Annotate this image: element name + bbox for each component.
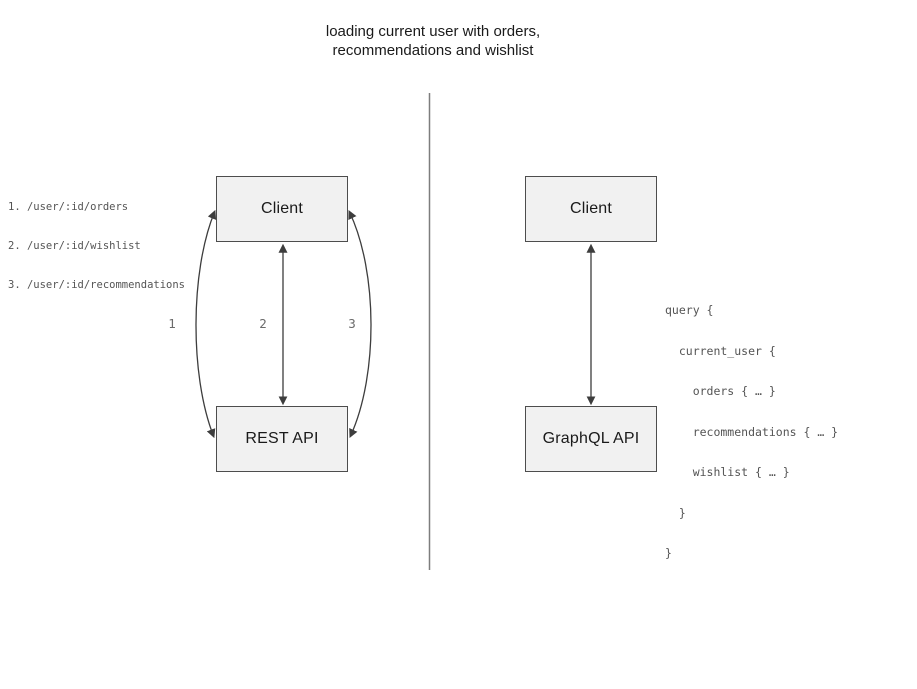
graphql-client-box: Client [525, 176, 657, 242]
endpoint-item-2: 2. /user/:id/wishlist [8, 240, 141, 252]
query-line-5: wishlist { … } [665, 465, 790, 479]
rest-endpoint-list: 1. /user/:id/orders 2. /user/:id/wishlis… [8, 175, 185, 318]
query-line-7: } [665, 546, 672, 560]
rest-api-label: REST API [245, 430, 319, 447]
diagram-title: loading current user with orders, recomm… [133, 22, 733, 60]
title-line-1: loading current user with orders, [325, 23, 541, 40]
rest-arrow-label-2: 2 [259, 316, 267, 331]
rest-arrow-1-curve [195, 209, 217, 439]
graphql-api-box: GraphQL API [525, 406, 657, 472]
rest-arrow-label-1: 1 [168, 316, 176, 331]
graphql-query-snippet: query { current_user { orders { … } reco… [665, 277, 838, 588]
endpoint-item-3: 3. /user/:id/recommendations [8, 279, 186, 291]
rest-arrow-label-3: 3 [348, 316, 356, 331]
query-line-4: recommendations { … } [665, 424, 839, 439]
rest-client-box: Client [216, 176, 348, 242]
title-line-2: recommendations and wishlist [332, 42, 534, 59]
query-line-1: query { [665, 303, 714, 317]
query-line-3: orders { … } [665, 384, 776, 398]
endpoint-item-1: 1. /user/:id/orders [8, 201, 129, 213]
rest-client-label: Client [260, 200, 304, 217]
graphql-api-label: GraphQL API [542, 430, 640, 447]
rest-arrow-3-curve [348, 209, 372, 439]
rest-api-box: REST API [216, 406, 348, 472]
query-line-6: } [665, 505, 686, 520]
query-line-2: current_user { [665, 343, 776, 358]
graphql-client-label: Client [569, 200, 613, 217]
